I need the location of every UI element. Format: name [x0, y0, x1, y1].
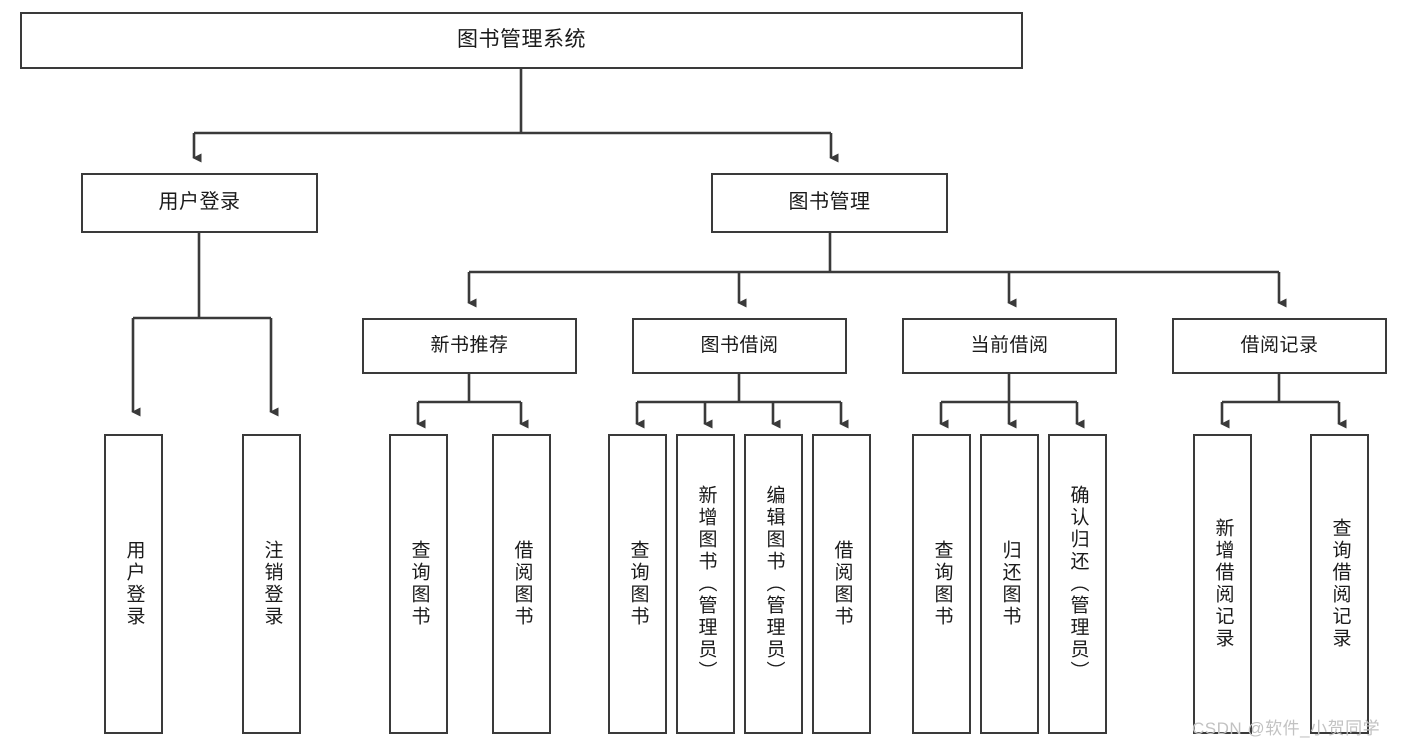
node-new-book-recommend-label: 新书推荐	[430, 334, 509, 356]
node-leaf-borrow-book-recommend-label: 借阅图书	[511, 540, 533, 628]
node-leaf-query-book-borrow[interactable]: 查询图书	[608, 434, 667, 734]
node-root-label: 图书管理系统	[457, 28, 586, 52]
node-leaf-confirm-return-admin-label: 确认归还（管理员）	[1067, 485, 1089, 683]
node-leaf-borrow-book-borrow-label: 借阅图书	[831, 540, 853, 628]
node-user-login[interactable]: 用户登录	[81, 173, 318, 233]
node-book-borrow[interactable]: 图书借阅	[632, 318, 847, 374]
node-leaf-query-book-recommend[interactable]: 查询图书	[389, 434, 448, 734]
node-borrow-record[interactable]: 借阅记录	[1172, 318, 1387, 374]
node-leaf-logout-label: 注销登录	[261, 540, 283, 628]
node-leaf-return-book-label: 归还图书	[999, 540, 1021, 628]
node-leaf-borrow-book-borrow[interactable]: 借阅图书	[812, 434, 871, 734]
node-current-borrow-label: 当前借阅	[970, 334, 1049, 356]
node-borrow-record-label: 借阅记录	[1240, 334, 1319, 356]
node-book-management-label: 图书管理	[788, 191, 871, 214]
node-leaf-add-borrow-record-label: 新增借阅记录	[1212, 518, 1234, 650]
csdn-watermark: CSDN @软件_小贺同学	[1192, 719, 1381, 738]
node-leaf-add-book-admin-label: 新增图书（管理员）	[695, 485, 717, 683]
node-root-book-management-system[interactable]: 图书管理系统	[20, 12, 1023, 69]
node-book-borrow-label: 图书借阅	[700, 334, 779, 356]
node-leaf-query-borrow-record[interactable]: 查询借阅记录	[1310, 434, 1369, 734]
node-user-login-label: 用户登录	[158, 191, 241, 214]
node-leaf-confirm-return-admin[interactable]: 确认归还（管理员）	[1048, 434, 1107, 734]
node-book-management[interactable]: 图书管理	[711, 173, 948, 233]
node-leaf-query-book-current-label: 查询图书	[931, 540, 953, 628]
node-leaf-add-borrow-record[interactable]: 新增借阅记录	[1193, 434, 1252, 734]
node-current-borrow[interactable]: 当前借阅	[902, 318, 1117, 374]
node-leaf-user-login[interactable]: 用户登录	[104, 434, 163, 734]
node-leaf-logout[interactable]: 注销登录	[242, 434, 301, 734]
node-leaf-query-book-current[interactable]: 查询图书	[912, 434, 971, 734]
node-leaf-return-book[interactable]: 归还图书	[980, 434, 1039, 734]
node-leaf-query-book-recommend-label: 查询图书	[408, 540, 430, 628]
node-new-book-recommend[interactable]: 新书推荐	[362, 318, 577, 374]
node-leaf-add-book-admin[interactable]: 新增图书（管理员）	[676, 434, 735, 734]
node-leaf-user-login-label: 用户登录	[123, 540, 145, 628]
node-leaf-edit-book-admin[interactable]: 编辑图书（管理员）	[744, 434, 803, 734]
node-leaf-query-book-borrow-label: 查询图书	[627, 540, 649, 628]
node-leaf-query-borrow-record-label: 查询借阅记录	[1329, 518, 1351, 650]
node-leaf-borrow-book-recommend[interactable]: 借阅图书	[492, 434, 551, 734]
node-leaf-edit-book-admin-label: 编辑图书（管理员）	[763, 485, 785, 683]
